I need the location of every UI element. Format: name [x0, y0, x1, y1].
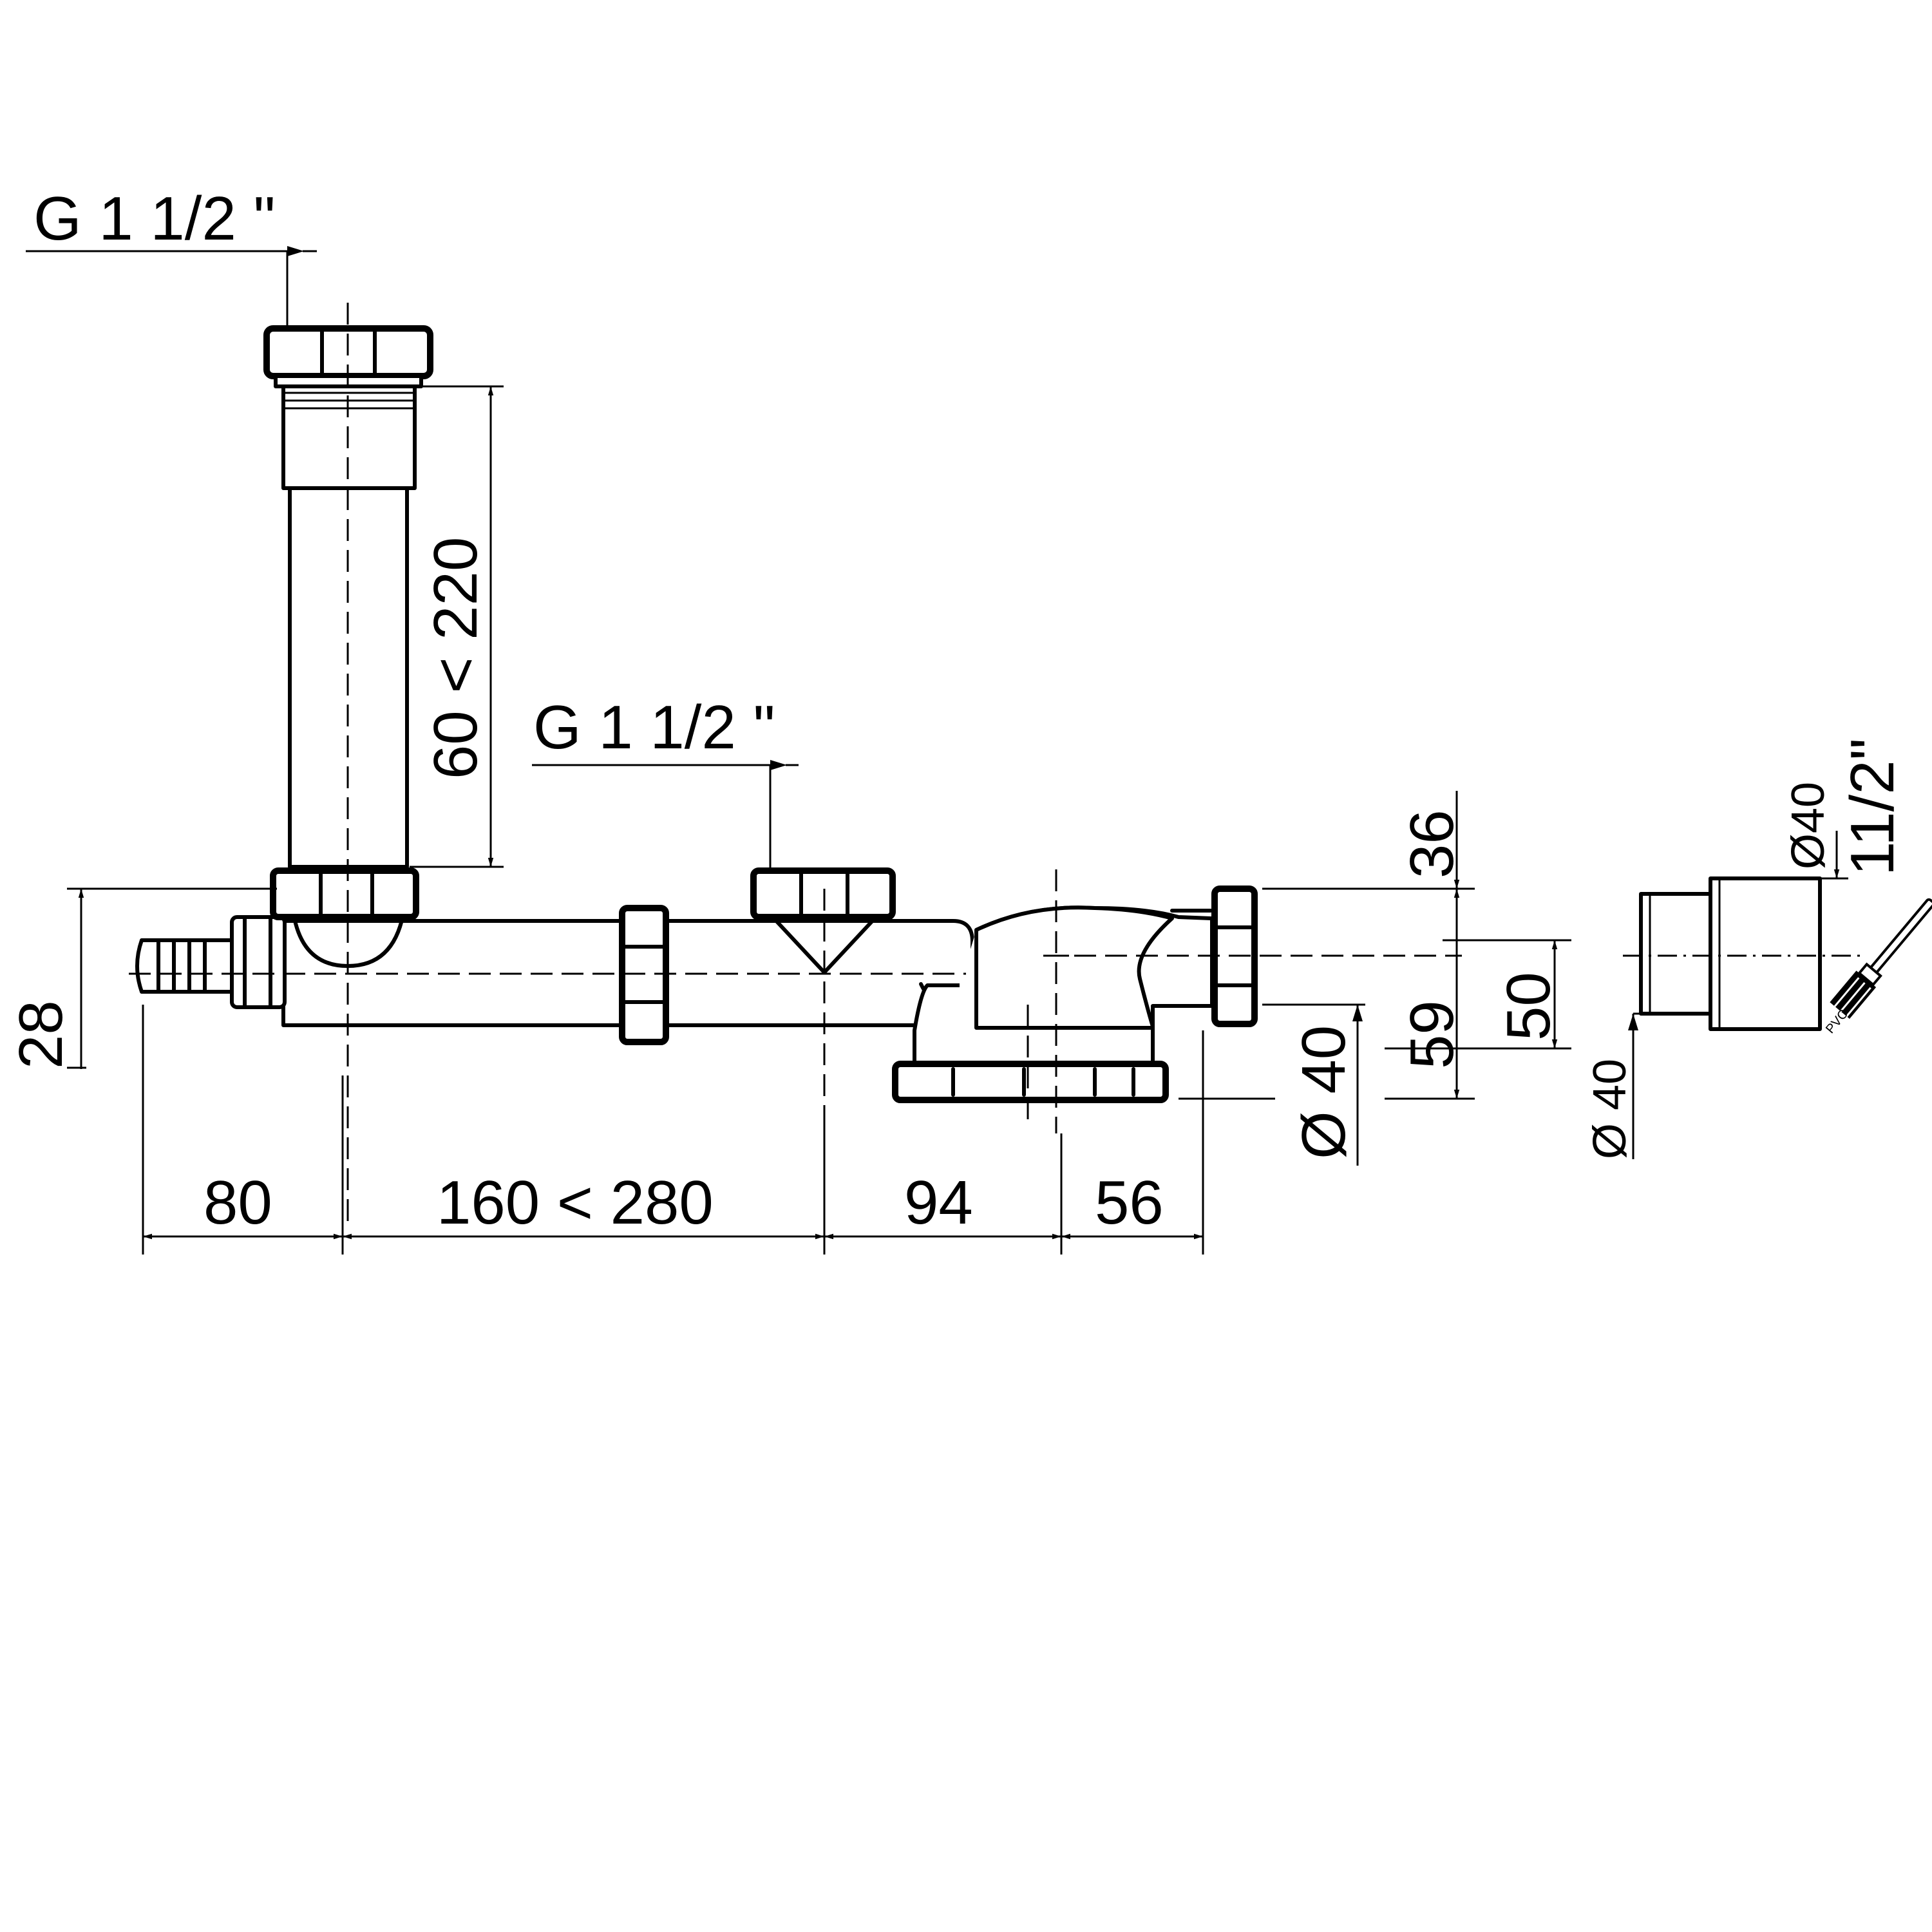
dimension-28: 28 — [6, 887, 277, 1069]
main-horizontal-pipe — [135, 905, 974, 1045]
adapter-thread-label: 11/2" — [1838, 738, 1907, 876]
standpipe-base-union-nut — [270, 867, 419, 920]
adapter-small-sleeve — [1639, 892, 1715, 1016]
dimension-28-label: 28 — [6, 1000, 75, 1069]
dimension-59-label: 59 — [1397, 1000, 1466, 1069]
right-dimension-stack: 36 59 50 Ø 40 — [1179, 791, 1571, 1166]
adapter-bottom-diameter-label: Ø 40 — [1584, 1059, 1636, 1159]
trap-chamber — [974, 905, 1174, 1030]
pvc-glue-brush-icon — [1830, 898, 1932, 1019]
adapter-detail: Ø40 11/2" Ø 40 — [1584, 738, 1907, 1159]
dimension-50-label: 50 — [1494, 972, 1563, 1041]
middle-union-nut — [619, 905, 669, 1045]
standpipe-height-dimension: 60 < 220 — [410, 385, 504, 868]
dimension-56-label: 56 — [1095, 1168, 1164, 1237]
thread-dimension-middle: G 1 1/2 " — [532, 693, 799, 871]
standpipe-upper-tube — [281, 383, 417, 490]
dimension-36-label: 36 — [1397, 810, 1466, 878]
bottom-dimension-chain: 80 160 < 280 94 56 — [142, 1005, 1204, 1255]
dimension-80-label: 80 — [204, 1168, 272, 1237]
trap-body — [892, 886, 1258, 1103]
thread-dimension-top: G 1 1/2 " — [26, 184, 317, 328]
dimension-94-label: 94 — [904, 1168, 973, 1237]
thread-label-middle: G 1 1/2 " — [533, 693, 775, 762]
adapter-top-diameter-label: Ø40 — [1783, 782, 1834, 869]
thread-label-top: G 1 1/2 " — [33, 184, 276, 253]
base-clamp-ring — [892, 1061, 1169, 1103]
middle-inlet-union-nut — [750, 867, 896, 920]
outlet-diameter-label: Ø 40 — [1289, 1025, 1358, 1159]
dimension-160-280-label: 160 < 280 — [437, 1168, 714, 1237]
adapter-large-sleeve — [1709, 876, 1822, 1031]
left-outlet-spigot — [230, 915, 287, 1009]
vertical-standpipe — [263, 325, 433, 869]
left-hose-connector — [135, 938, 234, 994]
standpipe-height-label: 60 < 220 — [421, 537, 490, 779]
